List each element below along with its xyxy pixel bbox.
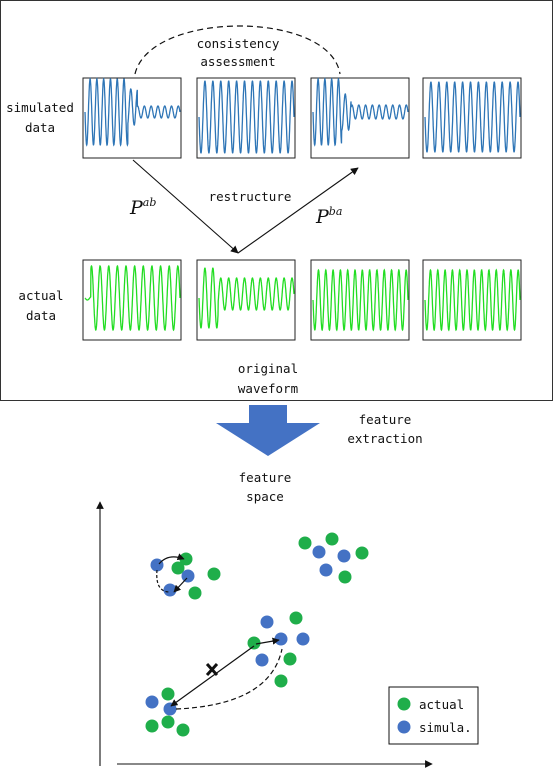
actual-point	[188, 586, 202, 600]
legend: actual simula.	[388, 686, 479, 745]
feature-extraction-line2: extraction	[347, 431, 422, 446]
actual-point	[171, 561, 185, 575]
actual-plot-3	[310, 259, 410, 341]
actual-point	[247, 636, 261, 650]
cluster-top-right	[298, 532, 369, 584]
actual-point	[145, 719, 159, 733]
actual-point	[338, 570, 352, 584]
actual-point	[274, 674, 288, 688]
simulated-point	[163, 583, 177, 597]
actual-point	[176, 723, 190, 737]
cluster-top-left	[150, 552, 221, 600]
legend-actual-marker	[397, 697, 411, 711]
cluster-middle-right	[247, 611, 310, 688]
distance-line	[170, 645, 255, 707]
simulated-point	[163, 702, 177, 716]
actual-point	[161, 687, 175, 701]
x-mark-icon	[205, 662, 219, 677]
restructure-label: restructure	[209, 189, 292, 204]
legend-simulated-marker	[397, 720, 411, 734]
simulated-point	[150, 558, 164, 572]
p-ba-label: Pba	[315, 205, 342, 228]
consistency-arc	[134, 25, 341, 75]
simulated-plot-4	[422, 77, 522, 159]
simulated-point	[337, 549, 351, 563]
actual-label-line2: data	[26, 308, 56, 323]
actual-plot-1	[82, 259, 182, 341]
actual-plot-2	[196, 259, 296, 341]
simulated-plot-2	[196, 77, 296, 159]
block-arrow-down-icon	[216, 405, 320, 456]
simulated-point	[260, 615, 274, 629]
simulated-point	[312, 545, 326, 559]
assessment-label: assessment	[200, 54, 275, 69]
dashed-curve	[175, 648, 283, 710]
actual-label-line1: actual	[18, 288, 63, 303]
simulated-plot-1	[82, 77, 182, 159]
actual-point	[298, 536, 312, 550]
p-ab-label: Pab	[129, 196, 156, 219]
arrow-from-restructure	[237, 167, 359, 254]
simulated-point	[255, 653, 269, 667]
feature-space-line1: feature	[239, 470, 292, 485]
legend-actual-label: actual	[419, 697, 464, 712]
actual-plot-4	[422, 259, 522, 341]
actual-point	[207, 567, 221, 581]
simulated-point	[319, 563, 333, 577]
simulated-label-line1: simulated	[6, 100, 74, 115]
simulated-point	[145, 695, 159, 709]
feature-space-line2: space	[246, 489, 284, 504]
legend-simulated-label: simula.	[419, 720, 472, 735]
actual-point	[355, 546, 369, 560]
feature-extraction-line1: feature	[359, 412, 412, 427]
simulated-point	[181, 569, 195, 583]
simulated-plot-3	[310, 77, 410, 159]
actual-point	[161, 715, 175, 729]
actual-point	[289, 611, 303, 625]
actual-point	[325, 532, 339, 546]
original-label-line1: original	[238, 361, 298, 376]
actual-point	[283, 652, 297, 666]
arrow-to-restructure	[132, 159, 239, 254]
waveform-panel-frame	[0, 0, 553, 401]
simulated-label-line2: data	[25, 120, 55, 135]
simulated-point	[274, 632, 288, 646]
consistency-label: consistency	[197, 36, 280, 51]
waveform-label-line2: waveform	[238, 381, 298, 396]
cluster-bottom-left	[145, 687, 190, 737]
simulated-point	[296, 632, 310, 646]
